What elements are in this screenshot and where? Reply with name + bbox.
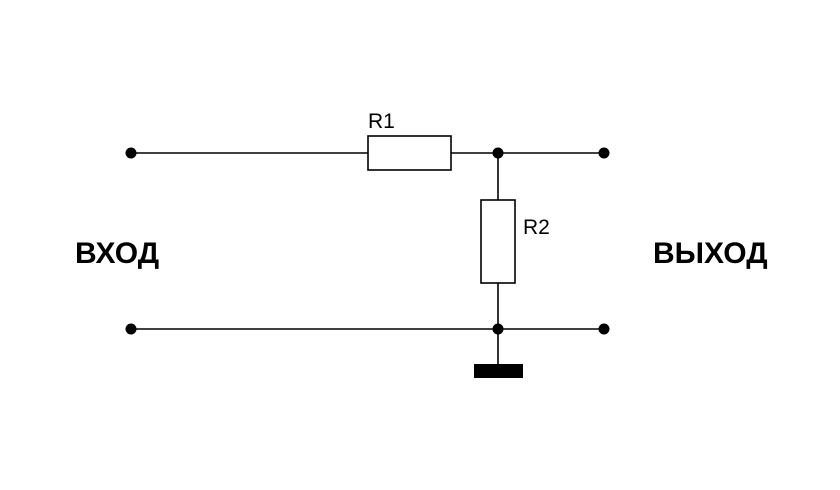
r1-label: R1 [368,110,395,133]
r2-label: R2 [523,216,550,239]
output-terminal-top [598,147,610,159]
input-terminal-bottom [125,323,137,335]
output-terminal-bottom [598,323,610,335]
junction-top [492,147,504,159]
input-label: ВХОД [75,237,159,270]
resistor-r2 [480,199,516,284]
output-label: ВЫХОД [653,237,768,270]
ground-icon [474,364,523,378]
input-terminal-top [125,147,137,159]
resistor-r1 [367,135,452,171]
junction-bottom [492,323,504,335]
